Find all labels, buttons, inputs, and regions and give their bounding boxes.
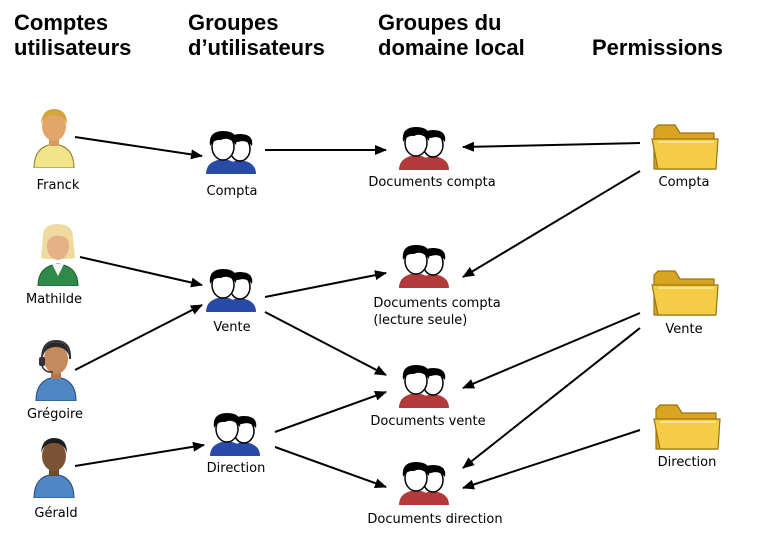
user-label-mathilde: Mathilde <box>26 292 82 307</box>
user-label-franck: Franck <box>36 178 80 193</box>
group-red-icon <box>399 245 449 288</box>
user-blond-man-icon <box>33 109 75 168</box>
header-permissions: Permissions <box>592 35 723 60</box>
local-group-label-direction: Documents direction <box>367 512 503 527</box>
arrow-permcompta-doccomptaro <box>462 170 641 278</box>
user-woman-icon <box>37 224 79 286</box>
user-dark-man-icon <box>33 438 75 498</box>
arrow-direction-docvente <box>274 391 387 433</box>
user-headset-man-icon <box>35 339 77 401</box>
local-group-label-compta-ro: Documents compta (lecture seule) <box>373 295 500 329</box>
folder-icon <box>651 270 719 316</box>
header-local-line2: domaine local <box>378 35 525 60</box>
arrow-direction-docdirection <box>274 446 387 488</box>
arrow-permcompta-doccompta <box>462 141 641 152</box>
group-label-vente: Vente <box>213 320 251 335</box>
group-icon <box>210 413 260 456</box>
header-users-line1: Comptes <box>14 10 109 35</box>
group-icon <box>206 131 256 174</box>
arrow-permdirection-docdirection <box>462 429 641 490</box>
permission-label-compta: Compta <box>658 175 710 190</box>
header-groups-line2: d’utilisateurs <box>188 35 325 60</box>
arrow-vente-doccomptaro <box>264 270 387 298</box>
header-groups-line1: Groupes <box>188 10 279 35</box>
arrow-gregoire-vente <box>74 304 203 371</box>
header-local-groups: Groupes du domaine local <box>378 10 525 60</box>
arrow-vente-docvente <box>264 311 387 376</box>
local-group-label-compta-ro-line2: (lecture seule) <box>373 313 468 328</box>
local-group-label-vente: Documents vente <box>370 414 486 429</box>
user-label-gregoire: Grégoire <box>26 407 84 422</box>
arrow-gerald-direction <box>74 441 205 467</box>
group-red-icon <box>399 365 449 408</box>
arrow-permvente-docvente <box>462 312 641 389</box>
group-icon <box>206 269 256 312</box>
local-group-label-compta: Documents compta <box>368 175 496 190</box>
header-users: Comptes utilisateurs <box>14 10 131 60</box>
arrow-mathilde-vente <box>79 256 203 288</box>
group-red-icon <box>399 127 449 170</box>
group-label-compta: Compta <box>206 184 258 199</box>
local-group-label-compta-ro-line1: Documents compta <box>373 296 501 311</box>
header-users-line2: utilisateurs <box>14 35 132 60</box>
group-label-direction: Direction <box>206 461 266 476</box>
folder-icon <box>651 124 719 170</box>
permission-label-direction: Direction <box>657 455 717 470</box>
user-label-gerald: Gérald <box>34 506 78 521</box>
header-local-line1: Groupes du <box>378 10 502 35</box>
arrow-franck-compta <box>74 136 203 160</box>
header-groups: Groupes d’utilisateurs <box>188 10 325 60</box>
group-red-icon <box>399 462 449 505</box>
arrow-permvente-docdirection <box>462 327 641 469</box>
permission-label-vente: Vente <box>665 322 703 337</box>
folder-icon <box>653 404 721 450</box>
